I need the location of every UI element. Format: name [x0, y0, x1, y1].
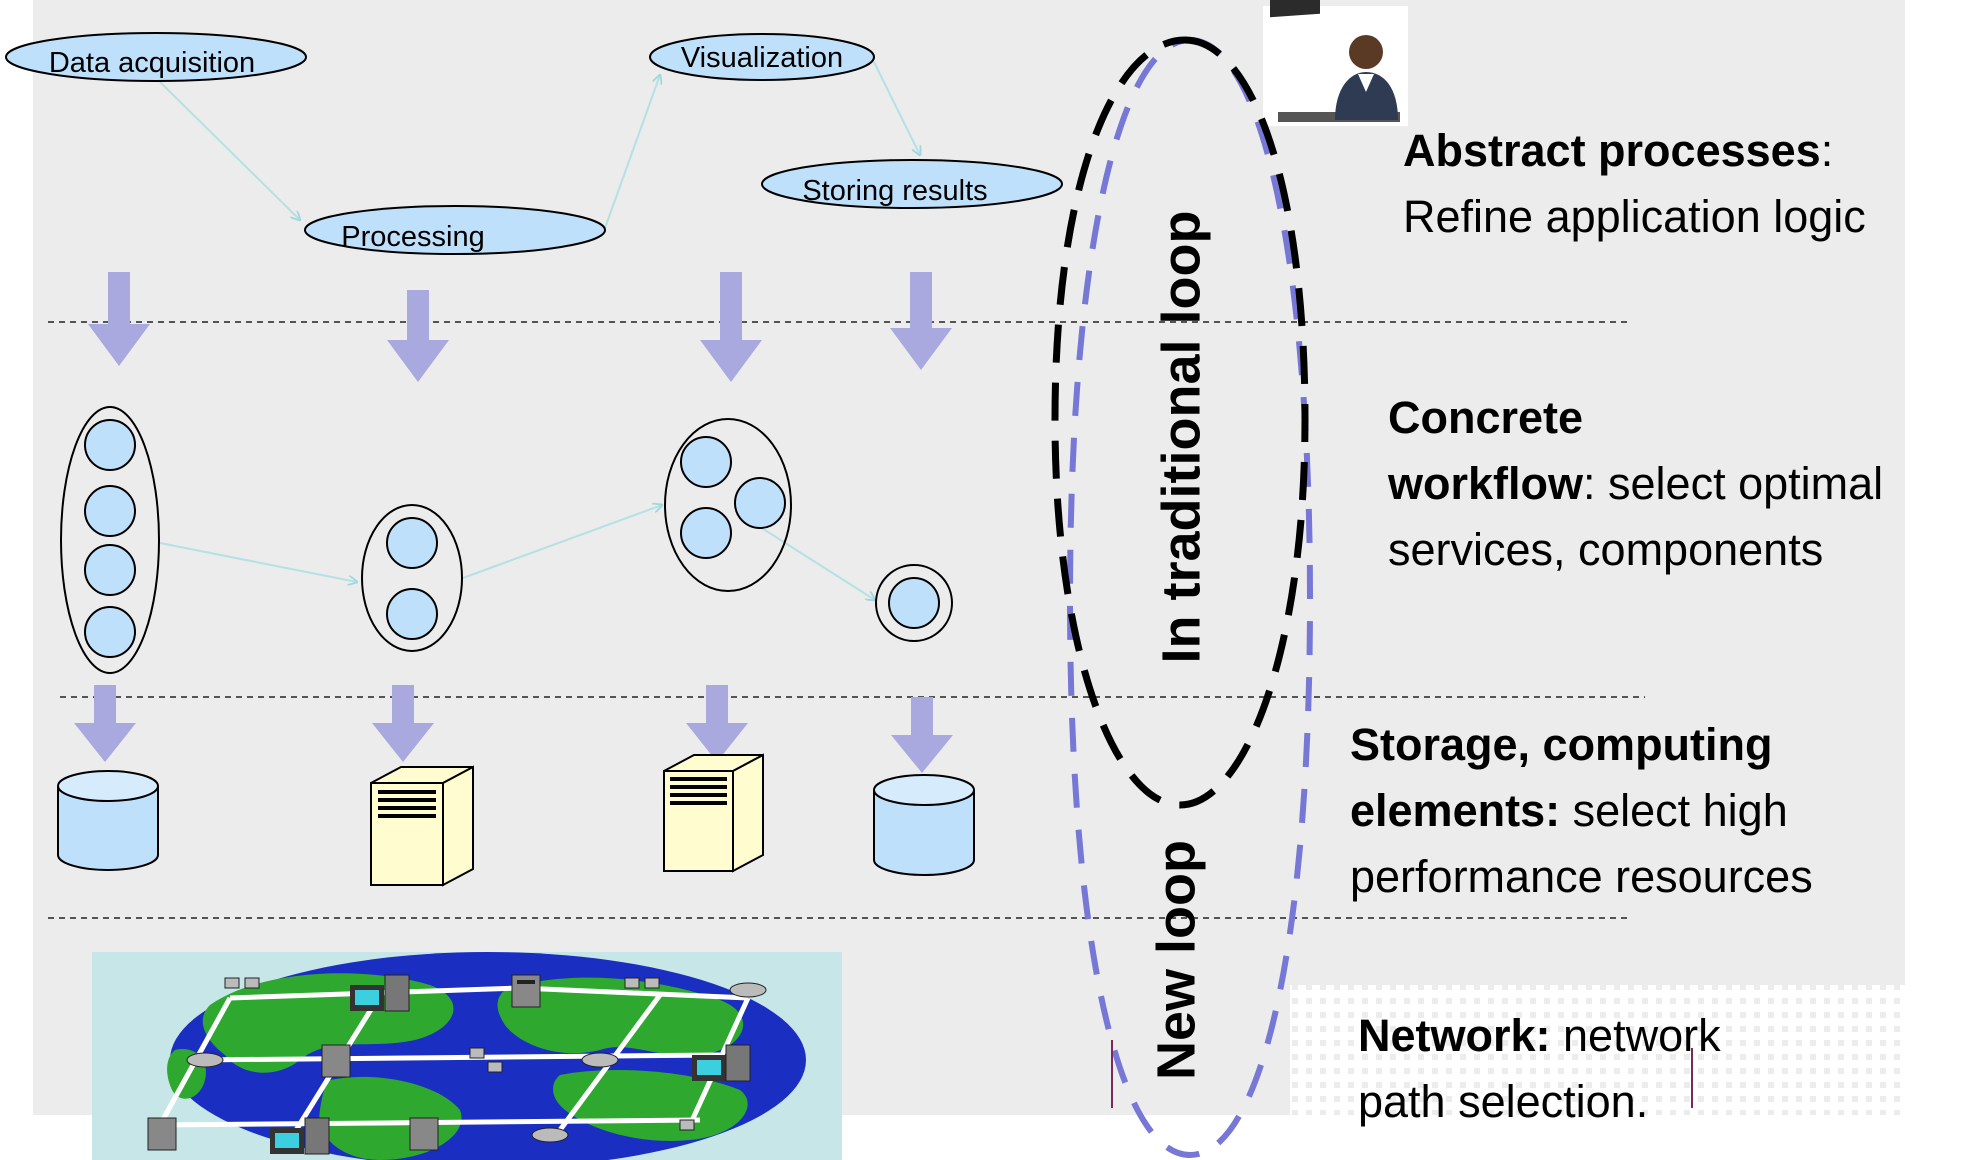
process-storing-results: Storing results [761, 159, 1063, 209]
server-2 [663, 753, 764, 873]
service-node [84, 485, 136, 537]
layer-storage-title-line1: Storage, computing [1350, 719, 1773, 770]
down-arrow [686, 685, 748, 762]
service-group-2 [361, 504, 463, 652]
layer-network-line2: path selection. [1358, 1076, 1649, 1127]
traditional-loop-label: In traditional loop [1151, 211, 1211, 664]
layer-concrete-rest: : select optimal [1583, 458, 1884, 509]
down-arrow [387, 290, 449, 382]
process-visualization: Visualization [649, 33, 875, 81]
down-arrow [74, 685, 136, 762]
network-node [531, 1127, 569, 1143]
new-loop-ellipse [1066, 36, 1314, 1159]
layer-abstract-line2: Refine application logic [1403, 191, 1866, 242]
new-loop-label: New loop [1146, 840, 1206, 1080]
network-nodes [147, 974, 767, 1155]
network-node [692, 1044, 751, 1082]
network-node [729, 982, 767, 998]
layer-network-description: Network: network path selection. [1358, 1003, 1721, 1135]
process-label-storing-results: Storing results [802, 175, 987, 207]
layer-storage-title-line2: elements: [1350, 785, 1561, 836]
network-node [409, 1117, 439, 1151]
network-node [511, 974, 541, 1008]
network-globe-illustration [92, 952, 842, 1160]
network-node [350, 974, 410, 1012]
down-arrow [891, 697, 953, 773]
service-node [680, 507, 732, 559]
layer-separators [48, 321, 1645, 919]
process-data-acquisition: Data acquisition [5, 32, 307, 82]
connector-processing-visualization [604, 75, 660, 229]
refinement-arrows-bottom [74, 685, 953, 773]
monitor-icon [1270, 0, 1320, 18]
service-node [386, 588, 438, 640]
layer-abstract-description: Abstract processes: Refine application l… [1403, 118, 1866, 250]
layer-abstract-title: Abstract processes [1403, 125, 1821, 176]
connector-visualization-storing [873, 61, 920, 155]
process-label-data-acquisition: Data acquisition [49, 47, 255, 79]
network-node [321, 1044, 351, 1078]
process-label-visualization: Visualization [681, 42, 843, 74]
storage-cylinder-2 [873, 774, 975, 876]
connector-group1-group2 [159, 542, 357, 582]
connector-acq-processing [159, 81, 300, 220]
loops: In traditional loop New loop [1051, 36, 1693, 1159]
layer-concrete-line3: services, components [1388, 524, 1824, 575]
dotted-texture [1290, 985, 1905, 1115]
layer-storage-description: Storage, computing elements: select high… [1350, 712, 1813, 910]
network-node [469, 1047, 503, 1073]
refinement-arrows-top [88, 272, 952, 382]
network-node [186, 1052, 224, 1068]
service-node [84, 544, 136, 596]
process-connectors [159, 61, 920, 229]
person-body-icon [1335, 72, 1398, 120]
layer-abstract-colon: : [1820, 125, 1834, 176]
connector-group3-group4 [756, 524, 875, 600]
layer-concrete-title-line1: Concrete [1388, 392, 1584, 443]
layer-storage-line3: performance resources [1350, 851, 1813, 902]
person-head-icon [1349, 35, 1383, 69]
down-arrow [890, 272, 952, 370]
layer-concrete-title-line2: workflow [1388, 458, 1584, 509]
network-node [147, 1117, 177, 1151]
service-node [84, 419, 136, 471]
down-arrow [372, 685, 434, 762]
concrete-workflow [60, 406, 953, 674]
network-node [581, 1052, 619, 1068]
down-arrow [88, 272, 150, 366]
server-1 [370, 765, 474, 887]
layer-network-title: Network: [1358, 1010, 1551, 1061]
connector-group2-group3 [462, 505, 662, 579]
layer-storage-rest: select high [1560, 785, 1788, 836]
network-node [224, 977, 260, 989]
storage-cylinder-1 [57, 770, 159, 871]
traditional-loop-ellipse [1051, 36, 1309, 809]
user-photo [1263, 0, 1408, 126]
service-node [680, 436, 732, 488]
service-node [888, 577, 940, 629]
service-node [734, 477, 786, 529]
service-group-4 [875, 564, 953, 642]
service-group-1 [60, 406, 160, 674]
layer-concrete-description: Concrete workflow: select optimal servic… [1388, 385, 1883, 583]
layer-network-rest: network [1550, 1010, 1721, 1061]
process-processing: Processing [304, 205, 606, 255]
service-node [84, 606, 136, 658]
abstract-processes: Data acquisition Processing Visualizatio… [5, 32, 1063, 255]
down-arrow [700, 272, 762, 382]
network-node [624, 977, 660, 989]
network-node [679, 1119, 695, 1131]
resources [57, 753, 975, 887]
service-node [386, 517, 438, 569]
process-label-processing: Processing [341, 221, 484, 253]
network-node [270, 1117, 330, 1155]
service-group-3 [664, 418, 792, 592]
